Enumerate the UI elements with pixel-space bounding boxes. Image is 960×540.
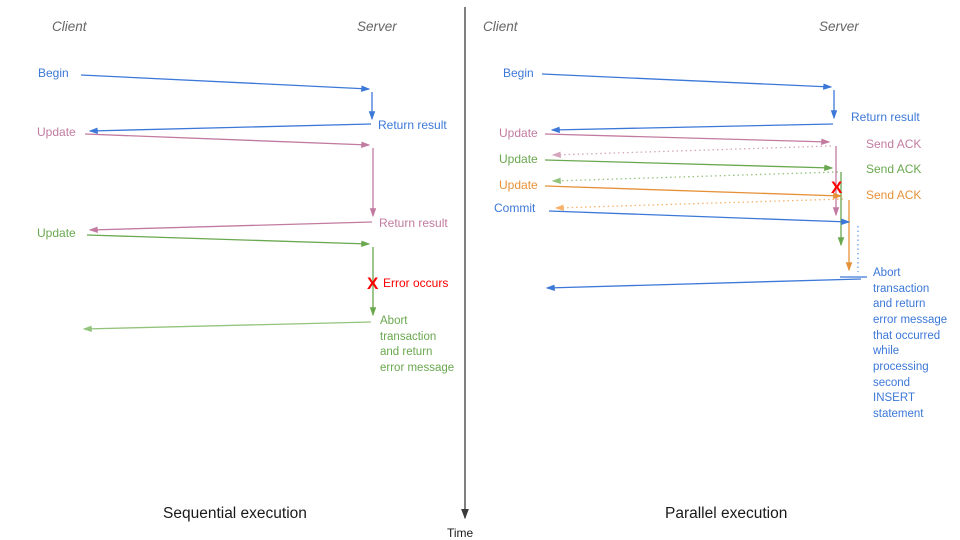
left-abort-line-1: Abort [380,315,408,327]
time-axis-label: Time [447,526,474,540]
right-abort-line-3: and return [873,298,925,310]
right-commit-label: Commit [494,201,536,215]
right-error-x-icon: X [831,178,843,197]
left-update-1-arrow [84,133,371,148]
left-abort-arrow [82,321,372,333]
panel-parallel: Client Server Begin Return result Update… [483,19,947,522]
right-panel-title: Parallel execution [665,505,787,522]
left-server-header: Server [357,19,397,34]
right-send-ack-2-arrow [551,171,839,185]
left-update-2-label: Update [37,226,76,240]
left-update-1-label: Update [37,125,76,139]
right-abort-line-2: transaction [873,283,929,295]
left-return-result-1-label: Return result [378,118,447,132]
panel-sequential: Client Server Begin Return result Update… [37,19,454,522]
right-send-ack-3-arrow [554,198,844,212]
right-abort-line-7: processing [873,361,929,373]
right-begin-label: Begin [503,66,534,80]
right-client-header: Client [483,19,519,34]
left-return-result-2-label: Return result [379,216,448,230]
left-begin-label: Begin [38,66,69,80]
right-server-header: Server [819,19,859,34]
right-update-2-label: Update [499,152,538,166]
right-update-3-label: Update [499,178,538,192]
right-send-ack-1-label: Send ACK [866,137,921,151]
left-panel-title: Sequential execution [163,505,307,522]
left-error-x-icon: X [367,274,379,293]
left-return-result-1-arrow [88,123,372,135]
left-abort-line-2: transaction [380,331,436,343]
right-abort-line-4: error message [873,314,947,326]
time-axis: Time [447,7,474,540]
right-abort-line-1: Abort [873,267,901,279]
right-abort-line-10: statement [873,408,924,420]
right-update-1-label: Update [499,126,538,140]
left-abort-line-4: error message [380,362,454,374]
right-update-2-arrow [544,159,834,172]
left-return-result-2-arrow [88,221,373,234]
left-begin-arrow [80,74,371,92]
right-return-result-label: Return result [851,110,920,124]
left-abort-line-3: and return [380,346,432,358]
right-send-ack-3-label: Send ACK [866,188,921,202]
right-send-ack-2-label: Send ACK [866,162,921,176]
right-abort-line-9: INSERT [873,392,915,404]
right-update-1-arrow [544,133,831,146]
right-begin-arrow [541,73,833,90]
right-abort-arrow [545,278,862,292]
right-return-result-arrow [550,123,834,134]
left-error-label: Error occurs [383,276,448,290]
right-commit-arrow [548,210,851,225]
right-update-3-arrow [544,185,843,199]
left-update-2-arrow [86,234,371,247]
right-abort-line-5: that occurred [873,330,940,342]
left-client-header: Client [52,19,88,34]
right-abort-line-6: while [872,345,899,357]
right-send-ack-1-arrow [551,145,832,158]
right-abort-line-8: second [873,377,910,389]
